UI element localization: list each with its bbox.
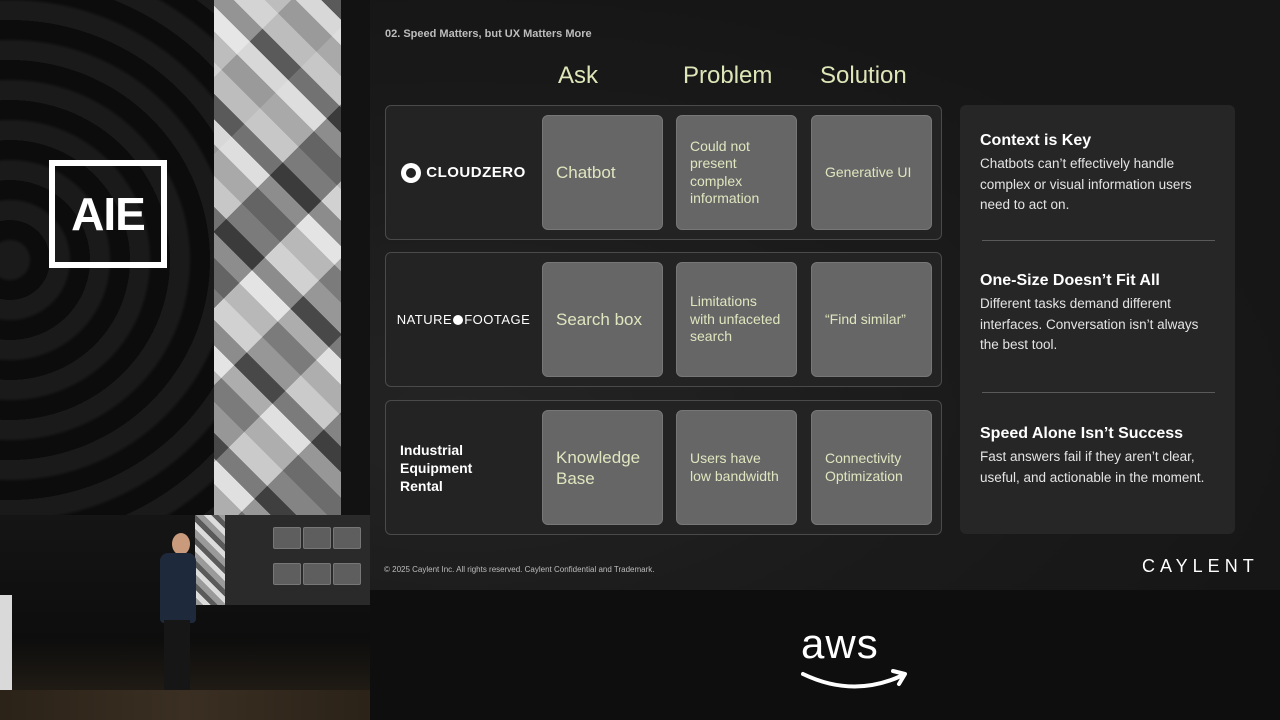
cell-solution: Connectivity Optimization [811, 410, 932, 525]
row-cloudzero: CLOUDZERO Chatbot Could not present comp… [385, 105, 942, 240]
key-point-description: Fast answers fail if they aren’t clear, … [980, 449, 1205, 485]
stage-screen [195, 515, 370, 605]
key-point-title: Context is Key [980, 132, 1092, 149]
key-point-description: Chatbots can’t effectively handle comple… [980, 156, 1192, 212]
speaker-legs [164, 620, 190, 695]
key-point-description: Different tasks demand different interfa… [980, 296, 1199, 352]
key-point: One-Size Doesn’t Fit All Different tasks… [980, 272, 1220, 356]
column-header-problem: Problem [683, 62, 773, 89]
cell-solution: “Find similar” [811, 262, 932, 377]
stage-floor [0, 690, 370, 720]
brand-industrial: Industrial Equipment Rental [386, 401, 541, 534]
divider [982, 240, 1215, 241]
bottom-bar [370, 590, 1280, 720]
row-naturefootage: NATURE FOOTAGE Search box Limitations wi… [385, 252, 942, 387]
divider [982, 392, 1215, 393]
cell-ask: Search box [542, 262, 663, 377]
cell-ask: Knowledge Base [542, 410, 663, 525]
row-industrial-equipment-rental: Industrial Equipment Rental Knowledge Ba… [385, 400, 942, 535]
cell-ask: Chatbot [542, 115, 663, 230]
brand-name-part1: NATURE [396, 312, 453, 327]
aws-logo: aws [801, 620, 879, 667]
key-point: Context is Key Chatbots can’t effectivel… [980, 132, 1220, 216]
brand-cloudzero: CLOUDZERO [386, 106, 541, 239]
cell-problem: Could not present complex information [676, 115, 797, 230]
speaker-video-inset [0, 515, 370, 720]
presentation-slide: 02. Speed Matters, but UX Matters More A… [370, 0, 1280, 590]
podium [0, 595, 12, 720]
key-point-title: Speed Alone Isn’t Success [980, 425, 1184, 442]
aie-logo: AIE [49, 160, 167, 268]
cell-problem: Limitations with unfaceted search [676, 262, 797, 377]
key-points-panel: Context is Key Chatbots can’t effectivel… [960, 105, 1235, 534]
column-header-ask: Ask [558, 62, 599, 89]
cloudzero-logo-icon [401, 162, 422, 183]
left-background [0, 0, 215, 515]
sun-icon [453, 314, 464, 325]
key-point-title: One-Size Doesn’t Fit All [980, 272, 1160, 289]
cell-solution: Generative UI [811, 115, 932, 230]
decorative-pattern [214, 0, 341, 515]
brand-naturefootage: NATURE FOOTAGE [386, 253, 541, 386]
column-header-solution: Solution [820, 62, 907, 89]
cell-problem: Users have low bandwidth [676, 410, 797, 525]
caylent-logo: CAYLENT [1142, 556, 1259, 576]
brand-name-part2: FOOTAGE [464, 312, 531, 327]
copyright-footer: © 2025 Caylent Inc. All rights reserved.… [384, 565, 655, 574]
speaker-body [160, 553, 196, 623]
brand-name: Industrial Equipment Rental [400, 441, 473, 494]
speaker-head [172, 533, 190, 555]
brand-name: CLOUDZERO [426, 164, 526, 181]
aws-smile-icon [801, 669, 907, 689]
key-point: Speed Alone Isn’t Success Fast answers f… [980, 425, 1220, 488]
slide-title: 02. Speed Matters, but UX Matters More [385, 28, 592, 40]
